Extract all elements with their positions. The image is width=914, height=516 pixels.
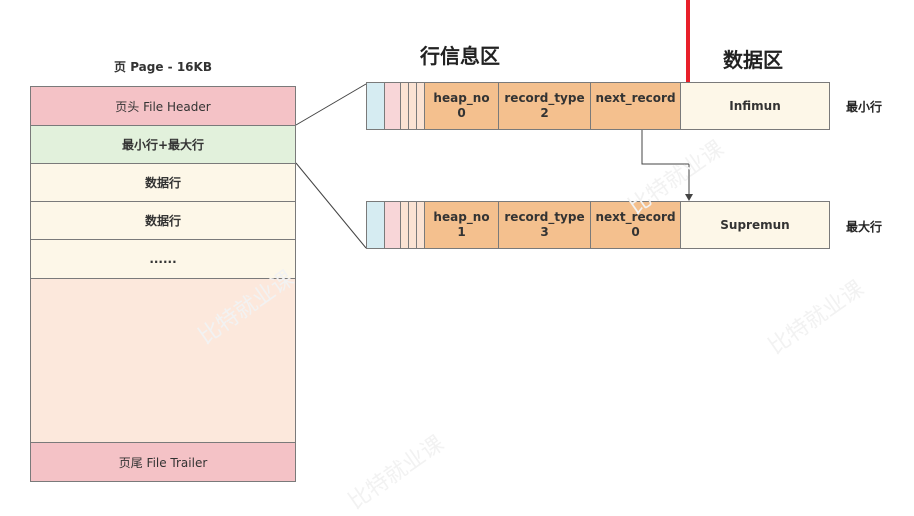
supremum-record: heap_no 1 record_type 3 next_record 0 Su…	[366, 201, 830, 249]
record-type-field: record_type 2	[499, 83, 591, 129]
record-header-bit	[417, 202, 425, 248]
next-record-field: next_record	[591, 83, 681, 129]
field-label: record_type	[504, 210, 585, 224]
min-max-row-segment: 最小行+最大行	[31, 126, 295, 164]
file-header-segment: 页头 File Header	[31, 87, 295, 126]
record-header-bit	[367, 83, 385, 129]
field-label: next_record	[595, 210, 676, 224]
ellipsis-segment: ......	[31, 240, 295, 279]
min-row-label: 最小行	[846, 100, 883, 114]
field-label: record_type	[504, 91, 585, 105]
next-record-arrow	[641, 130, 690, 196]
record-header-bit	[409, 83, 417, 129]
field-value: 1	[457, 225, 466, 239]
file-trailer-segment: 页尾 File Trailer	[31, 442, 295, 481]
record-header-bit	[367, 202, 385, 248]
record-header-bit	[417, 83, 425, 129]
field-label: heap_no	[433, 91, 490, 105]
field-value: 2	[540, 106, 549, 120]
zoom-line-top	[295, 83, 367, 126]
record-header-bit	[401, 83, 409, 129]
record-header-bit	[401, 202, 409, 248]
heap-no-field: heap_no 0	[425, 83, 499, 129]
row-info-heading: 行信息区	[420, 44, 500, 68]
record-header-bit	[385, 83, 401, 129]
data-area-heading: 数据区	[723, 48, 783, 72]
page-structure: 页头 File Header 最小行+最大行 数据行 数据行 ...... 页尾…	[30, 86, 296, 482]
field-label: next_record	[595, 91, 676, 105]
heap-no-field: heap_no 1	[425, 202, 499, 248]
zoom-line-bottom	[295, 162, 367, 249]
page-title: 页 Page - 16KB	[114, 60, 212, 74]
supremum-data: Supremun	[681, 202, 829, 248]
arrow-head	[685, 194, 693, 201]
field-value: 0	[631, 225, 640, 239]
infimum-record: heap_no 0 record_type 2 next_record Infi…	[366, 82, 830, 130]
next-record-field: next_record 0	[591, 202, 681, 248]
field-value: 0	[457, 106, 466, 120]
record-header-bit	[385, 202, 401, 248]
record-type-field: record_type 3	[499, 202, 591, 248]
data-row-segment-2: 数据行	[31, 202, 295, 240]
infimum-data: Infimun	[681, 83, 829, 129]
data-row-segment-1: 数据行	[31, 164, 295, 202]
max-row-label: 最大行	[846, 220, 883, 234]
field-value: 3	[540, 225, 549, 239]
record-header-bit	[409, 202, 417, 248]
field-label: heap_no	[433, 210, 490, 224]
